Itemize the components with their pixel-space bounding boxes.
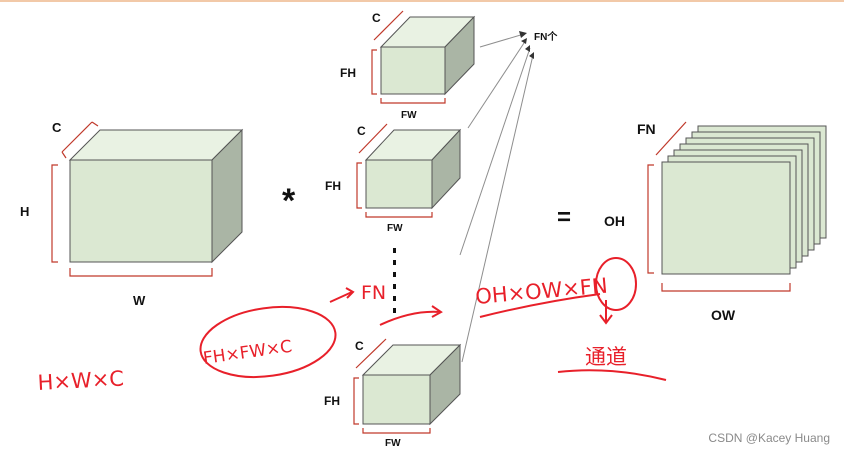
note-fn-circle [595, 257, 637, 311]
filter-mid-fw-label: FW [387, 223, 403, 234]
watermark: CSDN @Kacey Huang [708, 431, 830, 445]
note-filter-size-circle [199, 306, 337, 378]
equals-operator: = [557, 204, 571, 231]
filter-top-fw-label: FW [401, 110, 417, 121]
filter-top [379, 15, 476, 96]
output-oh-label: OH [604, 213, 625, 229]
filter-top-front-face [380, 46, 446, 95]
input-front-face [69, 159, 213, 263]
filter-bot-fh-label: FH [324, 394, 340, 408]
input-h-brace [51, 164, 58, 263]
input-w-brace [69, 268, 213, 277]
filter-top-fh-label: FH [340, 66, 356, 80]
note-arrow-to-fn [329, 287, 355, 303]
input-w-label: W [133, 293, 146, 308]
filter-top-fw-brace [380, 98, 446, 104]
output-fn-label: FN [637, 121, 656, 137]
note-filter-size: FH×FW×C [202, 337, 293, 369]
filters-ellipsis [393, 248, 396, 313]
output-feature-map [661, 161, 791, 275]
filter-mid-c-label: C [357, 124, 366, 138]
input-c-label: C [52, 120, 62, 135]
output-oh-brace [647, 164, 654, 274]
input-h-label: H [20, 204, 29, 219]
output-stack [661, 125, 827, 275]
note-arrow-to-output [379, 305, 443, 326]
filter-top-c-brace [373, 10, 404, 41]
output-fn-brace [655, 121, 687, 156]
filter-bot [361, 343, 462, 426]
output-ow-label: OW [711, 307, 736, 323]
fn-pointer-lines [459, 33, 534, 363]
filter-bot-fw-brace [362, 428, 431, 434]
conv-operator: * [282, 182, 296, 220]
output-ow-brace [661, 283, 791, 292]
filter-top-c-label: C [372, 11, 381, 25]
note-output-underline [479, 293, 601, 318]
filter-count-label: FN个 [534, 30, 558, 43]
note-filter-count: FN [361, 282, 386, 304]
filter-bot-fh-brace [353, 377, 359, 425]
filter-top-fh-brace [371, 49, 377, 95]
top-divider [0, 0, 844, 2]
filter-mid-fw-brace [365, 212, 433, 218]
fn-pointer-arrowheads [519, 31, 534, 59]
note-input-size: H×W×C [37, 367, 125, 395]
filter-bot-fw-label: FW [385, 438, 401, 449]
filter-bot-c-label: C [355, 339, 364, 353]
filter-mid-c-brace [358, 123, 388, 154]
note-arrow-down [599, 300, 613, 325]
input-c-brace [61, 121, 99, 159]
filter-mid-fh-brace [356, 162, 362, 209]
filter-mid-fh-label: FH [325, 179, 341, 193]
filter-mid-front-face [365, 159, 433, 209]
note-channel: 通道 [585, 345, 627, 369]
note-channel-underline [557, 369, 667, 381]
filter-bot-c-brace [355, 338, 387, 369]
filter-bot-front-face [362, 374, 431, 425]
filter-mid [364, 128, 462, 210]
input-block [68, 128, 244, 264]
